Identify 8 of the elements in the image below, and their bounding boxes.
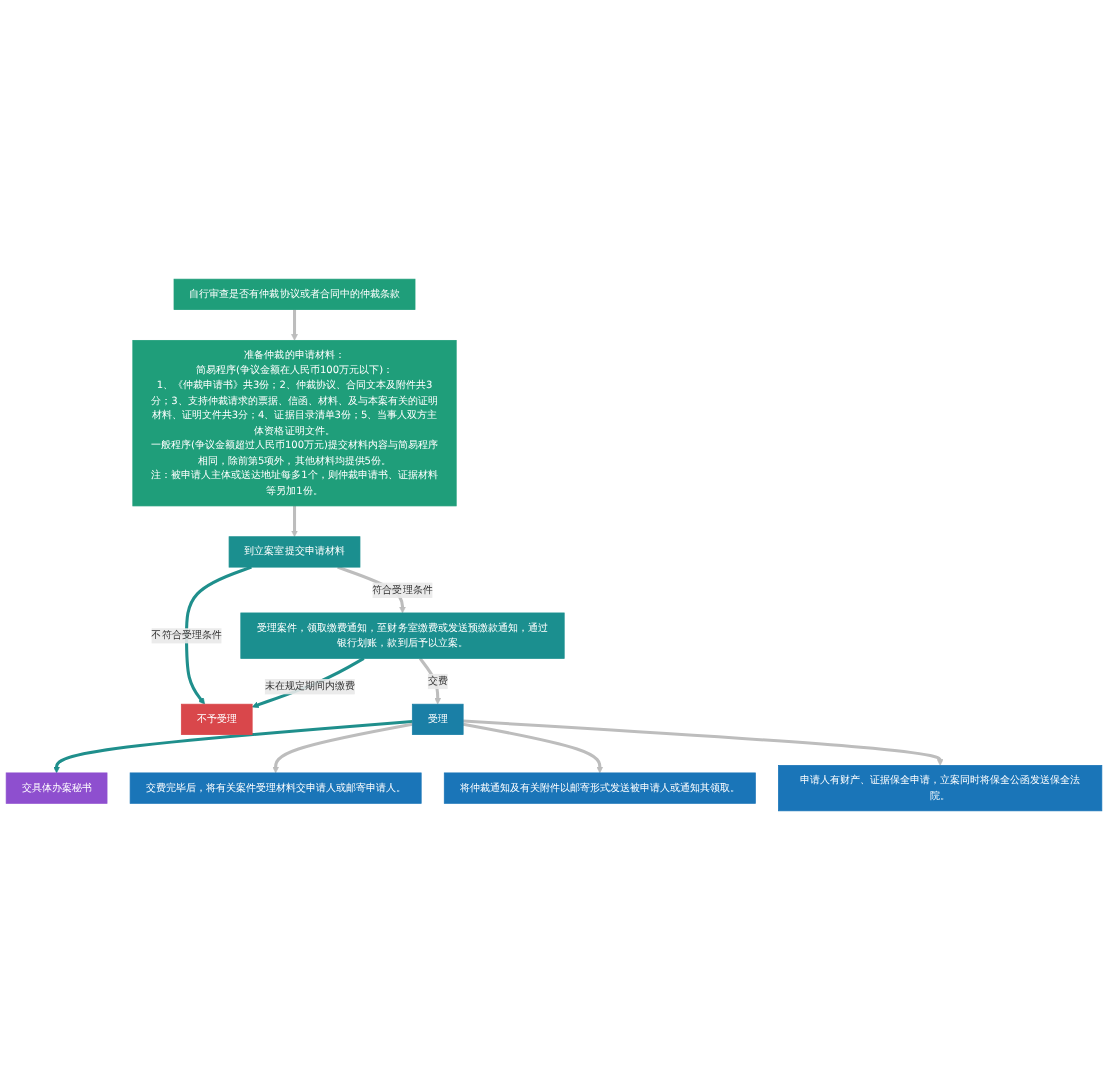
- arrow: [291, 309, 298, 341]
- arrow: [53, 719, 413, 774]
- arrow: [291, 505, 298, 538]
- arrow: [463, 719, 944, 766]
- arrow: [185, 565, 252, 705]
- arrow: [462, 722, 604, 774]
- arrow: [251, 657, 365, 709]
- arrow: [272, 722, 413, 774]
